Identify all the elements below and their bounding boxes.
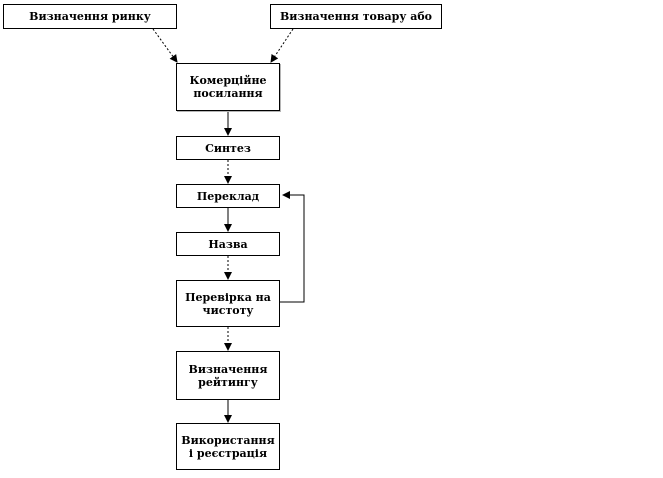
translation-box: Переклад <box>176 184 280 208</box>
connector-product-to-offer <box>270 28 294 63</box>
usage-registration-label: Використання і реєстрація <box>181 433 275 460</box>
product-definition-box: Визначення товару або <box>270 4 442 29</box>
connector-market-to-offer <box>152 28 178 63</box>
synthesis-box: Синтез <box>176 136 280 160</box>
synthesis-label: Синтез <box>205 141 251 155</box>
purity-check-box: Перевірка на чистоту <box>176 280 280 327</box>
market-definition-label: Визначення ринку <box>29 10 151 23</box>
name-box: Назва <box>176 232 280 256</box>
market-definition-box: Визначення ринку <box>3 4 177 29</box>
commercial-offer-box: Комерційне посилання <box>176 63 280 111</box>
rating-label: Визначення рейтингу <box>188 362 268 389</box>
purity-check-label: Перевірка на чистоту <box>185 290 271 317</box>
name-label: Назва <box>208 237 248 251</box>
usage-registration-box: Використання і реєстрація <box>176 423 280 470</box>
commercial-offer-label: Комерційне посилання <box>189 74 267 100</box>
translation-label: Переклад <box>196 189 260 203</box>
rating-box: Визначення рейтингу <box>176 351 280 400</box>
feedback-loop-connector <box>280 191 305 303</box>
product-definition-label: Визначення товару або <box>279 10 433 23</box>
